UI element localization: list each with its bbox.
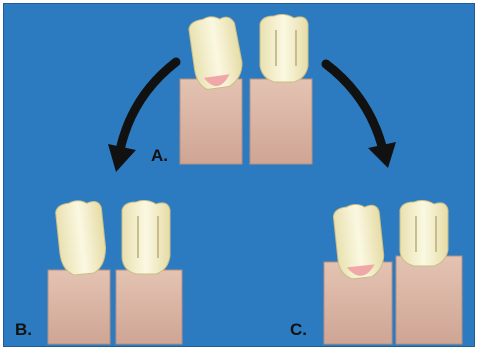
tooth-right — [400, 200, 448, 266]
panel-b — [48, 198, 182, 344]
bone-block-right — [396, 256, 462, 344]
panel-c — [324, 200, 462, 344]
tooth-right — [122, 200, 170, 274]
panel-a — [180, 13, 312, 164]
bone-block-right — [116, 270, 182, 344]
arrow-to-c — [326, 64, 396, 168]
tooth-left — [332, 202, 385, 280]
panel-c-label: C. — [290, 321, 307, 338]
figure-frame: A. B. C. — [3, 3, 475, 347]
figure-canvas — [4, 4, 480, 355]
bone-block-left — [48, 270, 110, 344]
panel-b-label: B. — [15, 321, 32, 338]
tooth-upright — [260, 14, 308, 82]
bone-block-left — [180, 79, 242, 164]
bone-block-right — [250, 79, 312, 164]
tooth-left — [55, 198, 108, 276]
panel-a-label: A. — [151, 147, 168, 164]
